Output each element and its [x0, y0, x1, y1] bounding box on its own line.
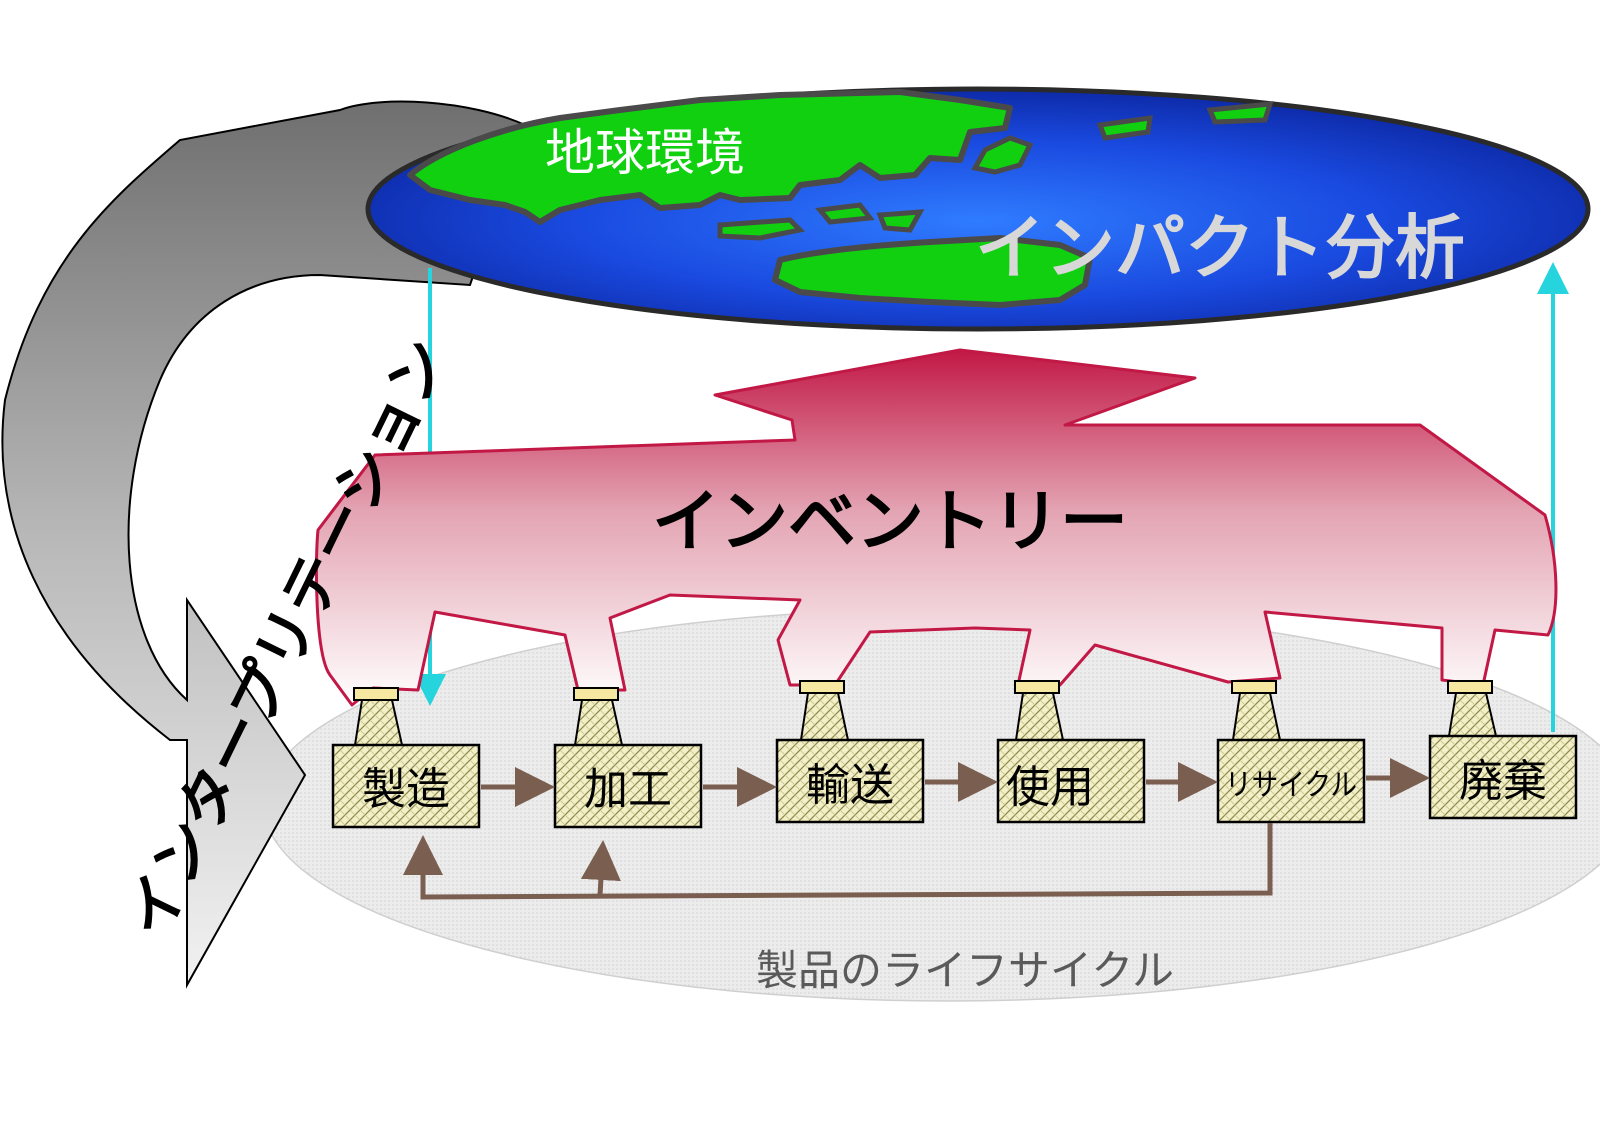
stage-label: 製造 [362, 764, 450, 815]
chimney-2 [573, 687, 624, 746]
globe: 地球環境 インパクト分析 [365, 86, 1591, 332]
stage-label: 加工 [584, 764, 672, 815]
stage-label: 廃棄 [1459, 756, 1547, 807]
interpretation-arrow [1, 100, 527, 989]
chimney-6 [1447, 680, 1498, 737]
inventory-label: インベントリー [652, 483, 1128, 562]
land-asia [407, 89, 1013, 225]
chimney-3 [799, 680, 850, 741]
stage-disposal: 廃棄 [1428, 734, 1578, 820]
stage-use: 使用 [996, 738, 1146, 824]
impact-analysis-label: インパクト分析 [975, 207, 1465, 289]
recycle-loop [403, 823, 1273, 900]
stage-processing: 加工 [553, 743, 703, 829]
stage-label: リサイクル [1225, 768, 1357, 803]
globe-title: 地球環境 [545, 124, 745, 182]
stage-label: 輸送 [806, 760, 894, 811]
flow-arrows [403, 758, 1430, 900]
chimney-1 [353, 687, 404, 746]
stage-transport: 輸送 [775, 738, 925, 824]
stage-label: 使用 [1006, 762, 1094, 813]
stage-recycle: リサイクル [1216, 738, 1366, 824]
recycle-branch [580, 840, 621, 897]
chimney-4 [1014, 680, 1065, 741]
stage-manufacture: 製造 [331, 743, 481, 829]
land-japan [971, 135, 1034, 175]
inventory-shape [314, 348, 1558, 707]
lifecycle-label: 製品のライフサイクル [756, 946, 1174, 995]
land-islands [717, 101, 1274, 241]
land-australia [772, 235, 1093, 308]
chimney-5 [1231, 680, 1282, 741]
